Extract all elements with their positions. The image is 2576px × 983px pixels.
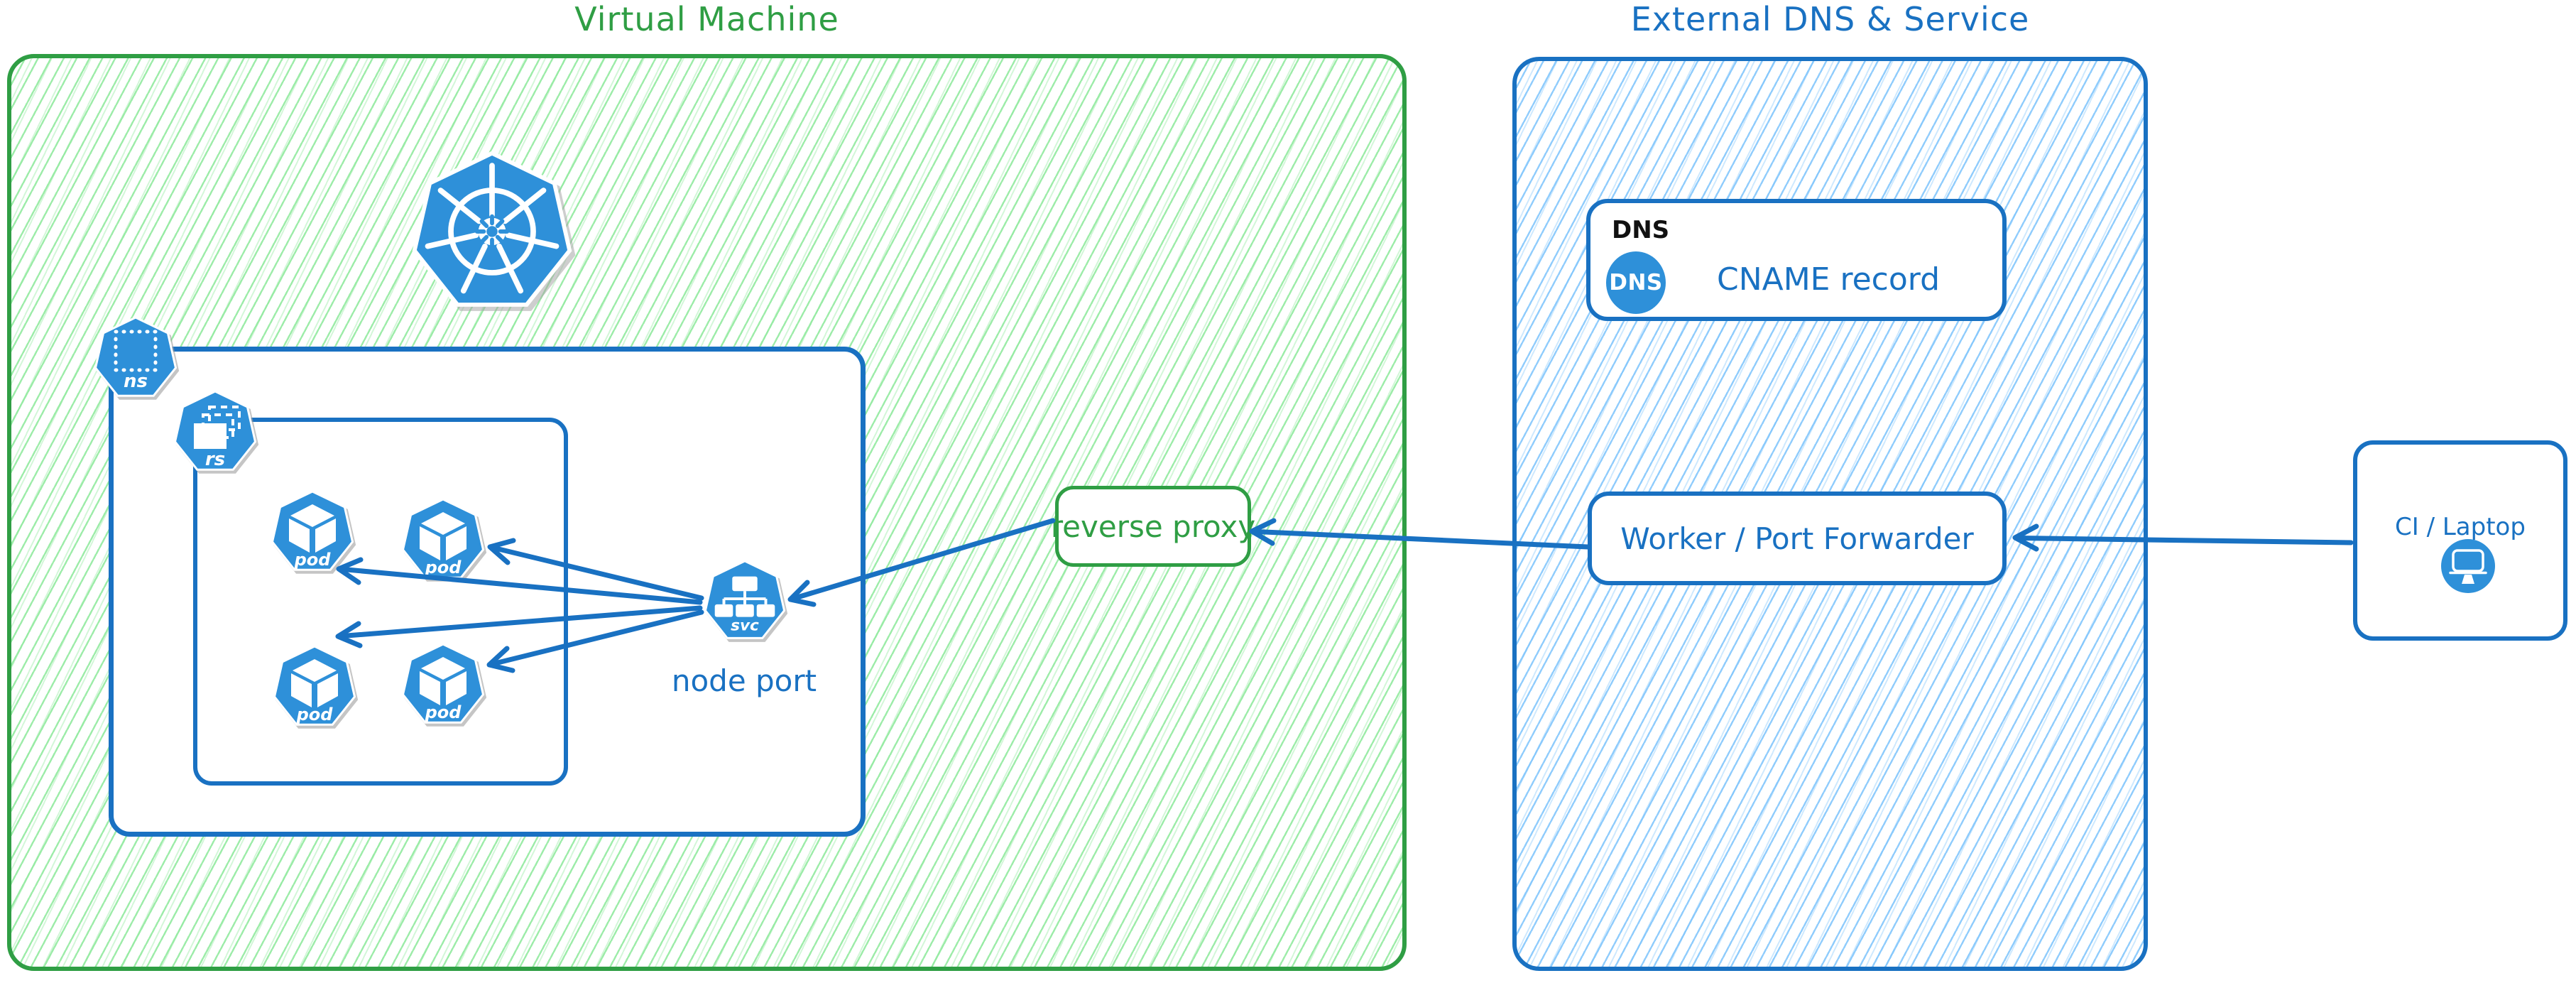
- ci-laptop-label: CI / Laptop: [2395, 513, 2526, 541]
- arrow-svc-to-pod-bottom-right: [486, 609, 704, 673]
- arrow-ci-to-worker: [2012, 523, 2354, 552]
- dns-badge-icon: DNS: [1606, 251, 1666, 314]
- replicaset-box: [193, 418, 568, 786]
- external-zone-title: External DNS & Service: [1630, 0, 2030, 38]
- worker-label: Worker / Port Forwarder: [1620, 521, 1974, 556]
- namespace-icon: ns: [93, 315, 178, 400]
- pod-icon: pod: [272, 643, 357, 729]
- monitor-icon: [2441, 539, 2495, 593]
- node-port-label: node port: [671, 663, 817, 698]
- ns-icon-label: ns: [124, 371, 148, 392]
- pod-icon: pod: [400, 496, 486, 582]
- rs-icon-label: rs: [205, 449, 225, 470]
- service-icon: svc: [703, 558, 787, 642]
- arrow-worker-to-reverse-proxy: [1249, 518, 1590, 550]
- cname-record-label: CNAME record: [1716, 261, 1941, 298]
- vm-zone-title: Virtual Machine: [574, 0, 839, 38]
- pod-icon-label: pod: [296, 705, 334, 724]
- worker-port-forwarder-node: Worker / Port Forwarder: [1588, 492, 2007, 585]
- arrow-reverse-proxy-to-node-port: [787, 518, 1056, 607]
- pod-icon-label: pod: [294, 550, 332, 570]
- replicaset-icon: rs: [173, 389, 258, 474]
- pod-icon: pod: [400, 641, 486, 727]
- reverse-proxy-label: reverse proxy: [1050, 509, 1256, 544]
- arrow-svc-to-pod-top-right: [487, 538, 704, 601]
- pod-icon: pod: [270, 489, 355, 574]
- arrow-svc-to-pod-bottom-left: [335, 605, 703, 648]
- arrow-svc-to-pod-top-left: [336, 557, 703, 605]
- dns-cname-node: DNS DNS CNAME record: [1586, 199, 2007, 321]
- dns-header-label: DNS: [1612, 216, 1670, 244]
- ci-laptop-node: CI / Laptop: [2353, 440, 2567, 641]
- kubernetes-logo-icon: [410, 148, 574, 313]
- pod-icon-label: pod: [425, 558, 462, 577]
- dns-badge-label: DNS: [1609, 270, 1663, 295]
- pod-icon-label: pod: [425, 702, 462, 722]
- reverse-proxy-node: reverse proxy: [1051, 486, 1255, 567]
- svc-icon-label: svc: [731, 617, 759, 634]
